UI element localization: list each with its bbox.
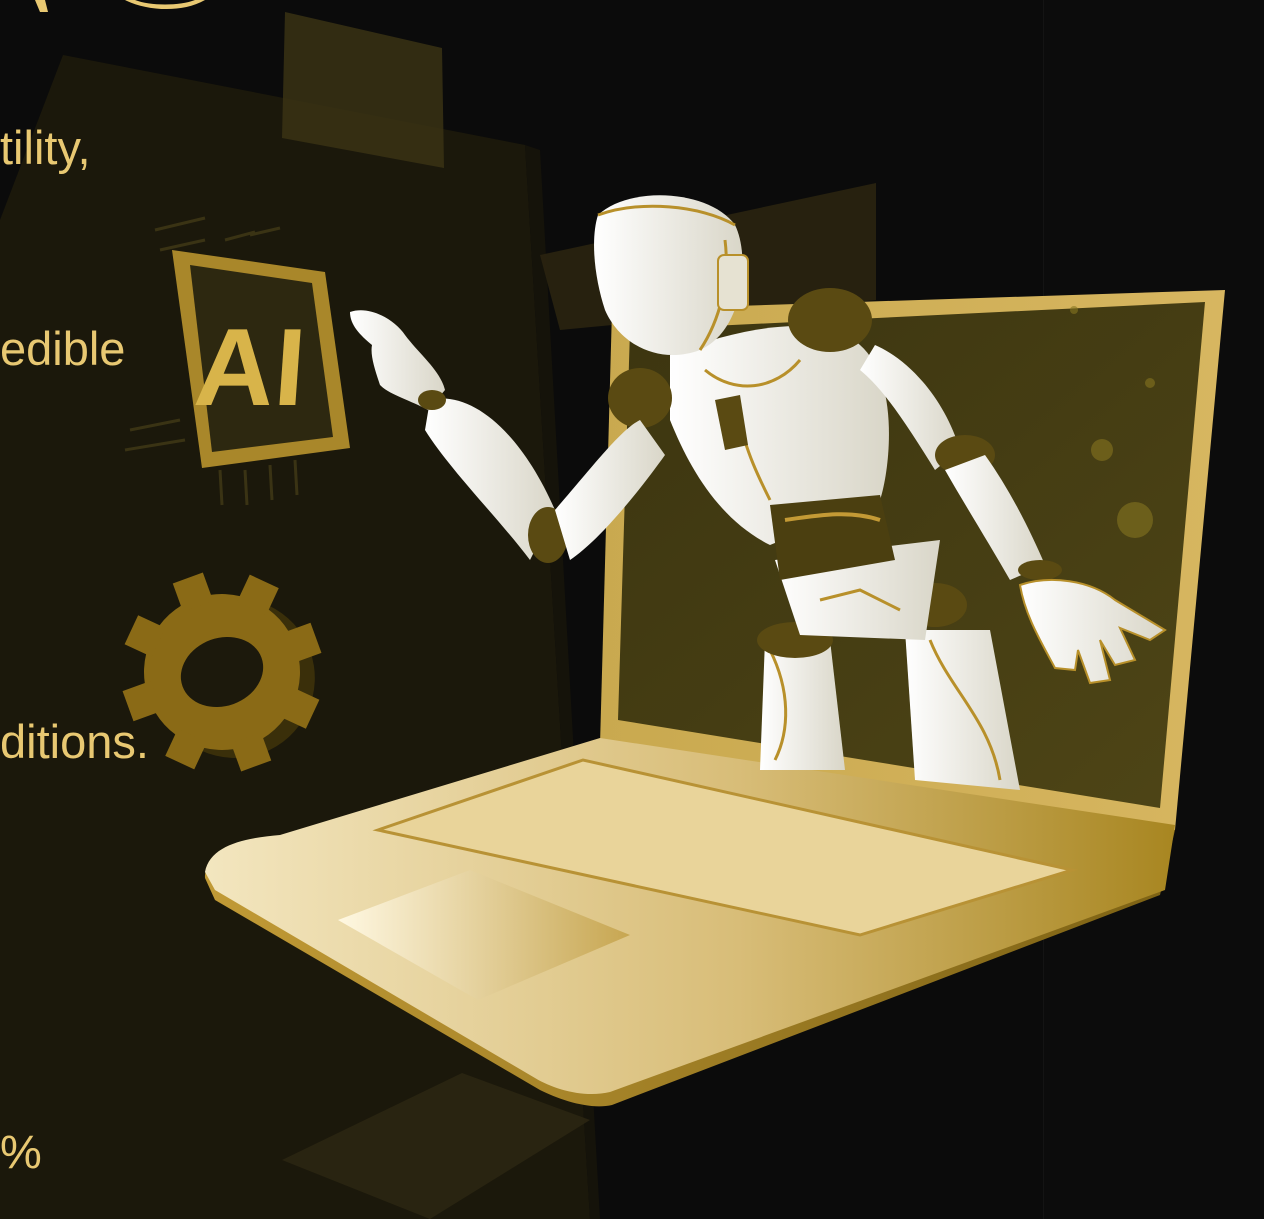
- body-text-line-1: tility,: [0, 121, 91, 174]
- body-text-line-2: edible: [0, 322, 126, 375]
- ai-chip-icon: AI: [124, 216, 350, 506]
- gear-icon: [122, 572, 322, 772]
- body-text-line-3: ditions.: [0, 715, 149, 768]
- robot: [350, 195, 1167, 790]
- ai-chip-label: AI: [191, 306, 310, 429]
- heading-fragment: [35, 0, 205, 12]
- body-text-line-4: %: [0, 1125, 42, 1178]
